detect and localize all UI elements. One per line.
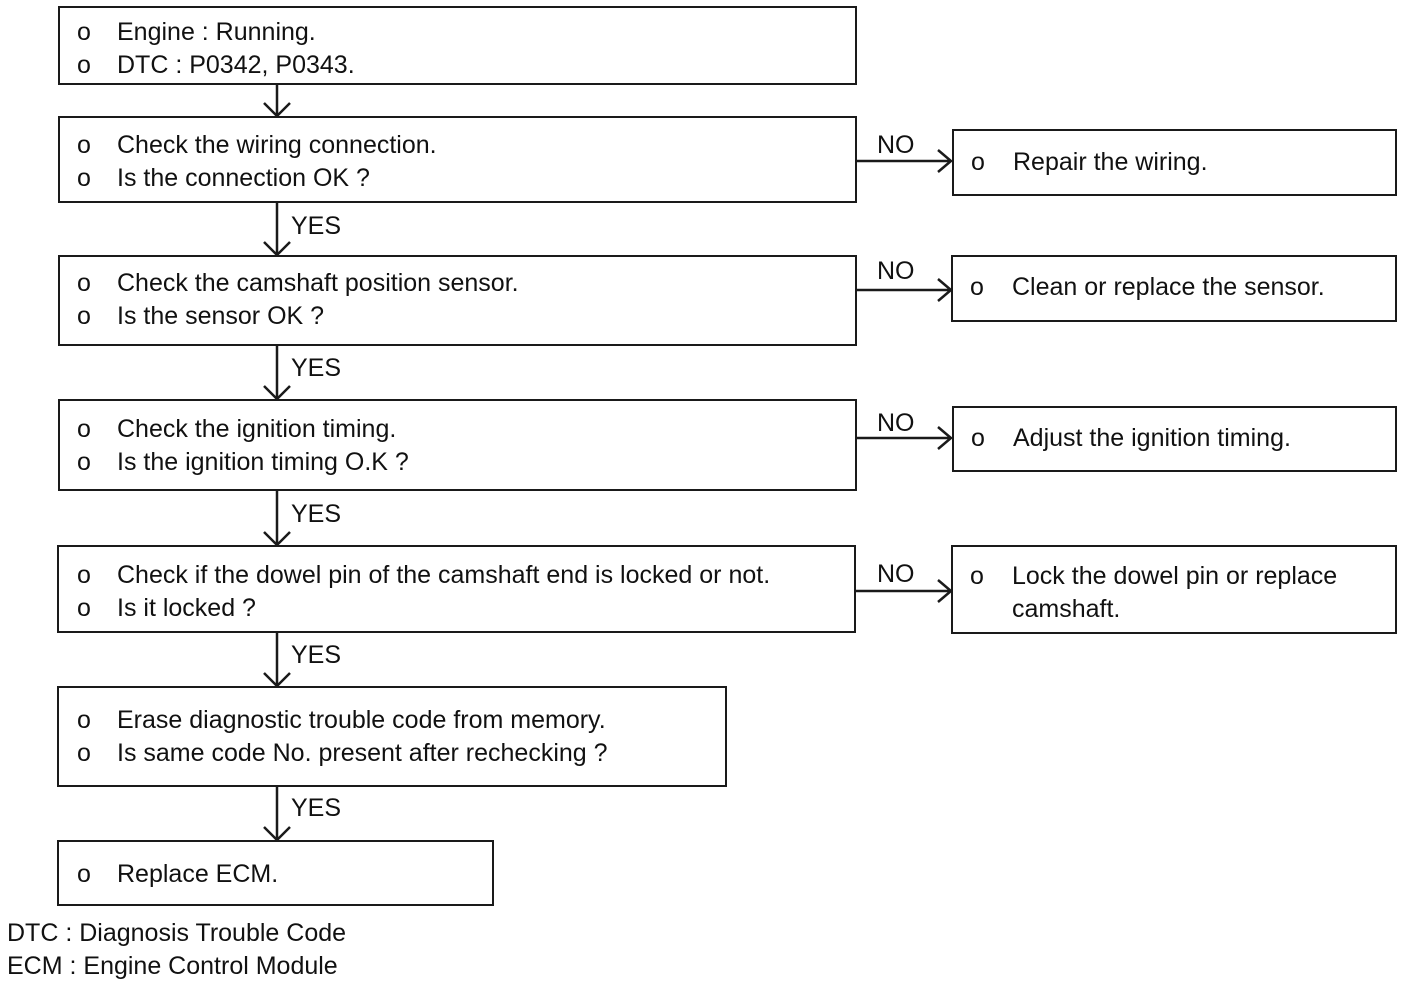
step-text: Is the ignition timing O.K ? xyxy=(117,448,409,476)
yes-label: YES xyxy=(291,500,342,528)
step-check-wiring-box: o Check the wiring connection. o Is the co… xyxy=(58,116,857,203)
bullet: o xyxy=(971,424,985,452)
arrow-no-step4 xyxy=(856,426,953,450)
bullet: o xyxy=(77,18,91,46)
step-text: Check if the dowel pin of the camshaft e… xyxy=(117,561,771,589)
arrow-yes-step5-step6 xyxy=(263,632,291,688)
step-text: Is it locked ? xyxy=(117,594,256,622)
step-check-dowel-pin-box: o Check if the dowel pin of the camshaft … xyxy=(57,545,856,633)
arrow-step1-step2 xyxy=(263,84,291,118)
no-label: NO xyxy=(877,560,915,588)
step-text: DTC : P0342, P0343. xyxy=(117,51,355,79)
bullet: o xyxy=(77,739,91,767)
step-check-ignition-timing-box: o Check the ignition timing. o Is the igni… xyxy=(58,399,857,491)
no-label: NO xyxy=(877,409,915,437)
step-text: Replace ECM. xyxy=(117,860,279,888)
step-text: Engine : Running. xyxy=(117,18,316,46)
bullet: o xyxy=(77,269,91,297)
action-text: Lock the dowel pin or replace xyxy=(1012,562,1338,590)
bullet: o xyxy=(77,51,91,79)
yes-label: YES xyxy=(291,354,342,382)
bullet: o xyxy=(77,164,91,192)
arrow-yes-step2-step3 xyxy=(263,202,291,257)
bullet: o xyxy=(77,561,91,589)
bullet: o xyxy=(970,273,984,301)
bullet: o xyxy=(77,706,91,734)
step-text: Check the wiring connection. xyxy=(117,131,437,159)
bullet: o xyxy=(77,594,91,622)
step-text: Is same code No. present after recheckin… xyxy=(117,739,608,767)
step-text: Check the camshaft position sensor. xyxy=(117,269,519,297)
arrow-yes-step6-step7 xyxy=(263,786,291,842)
bullet: o xyxy=(77,860,91,888)
action-text: Clean or replace the sensor. xyxy=(1012,273,1325,301)
bullet: o xyxy=(77,131,91,159)
step-text: Check the ignition timing. xyxy=(117,415,397,443)
step-erase-dtc-box: o Erase diagnostic trouble code from memo… xyxy=(57,686,727,787)
yes-label: YES xyxy=(291,794,342,822)
no-lock-dowel-pin-box: o Lock the dowel pin or replace camshaft. xyxy=(951,545,1397,634)
legend-ecm: ECM : Engine Control Module xyxy=(7,952,338,980)
no-repair-wiring-box: o Repair the wiring. xyxy=(952,129,1397,196)
no-clean-replace-sensor-box: o Clean or replace the sensor. xyxy=(951,255,1397,322)
legend-dtc: DTC : Diagnosis Trouble Code xyxy=(7,919,347,947)
no-label: NO xyxy=(877,257,915,285)
action-text: Adjust the ignition timing. xyxy=(1013,424,1291,452)
bullet: o xyxy=(77,302,91,330)
yes-label: YES xyxy=(291,641,342,669)
arrow-no-step2 xyxy=(856,149,953,173)
bullet: o xyxy=(77,448,91,476)
bullet: o xyxy=(971,148,985,176)
action-text: Repair the wiring. xyxy=(1013,148,1208,176)
no-adjust-ignition-timing-box: o Adjust the ignition timing. xyxy=(952,406,1397,472)
yes-label: YES xyxy=(291,212,342,240)
step-text: Is the sensor OK ? xyxy=(117,302,325,330)
no-label: NO xyxy=(877,131,915,159)
step-text: Erase diagnostic trouble code from memor… xyxy=(117,706,606,734)
step-text: Is the connection OK ? xyxy=(117,164,370,192)
step-replace-ecm-box: o Replace ECM. xyxy=(57,840,494,906)
bullet: o xyxy=(77,415,91,443)
bullet: o xyxy=(970,562,984,590)
arrow-yes-step3-step4 xyxy=(263,345,291,401)
action-text: camshaft. xyxy=(1012,595,1121,623)
arrow-yes-step4-step5 xyxy=(263,490,291,547)
